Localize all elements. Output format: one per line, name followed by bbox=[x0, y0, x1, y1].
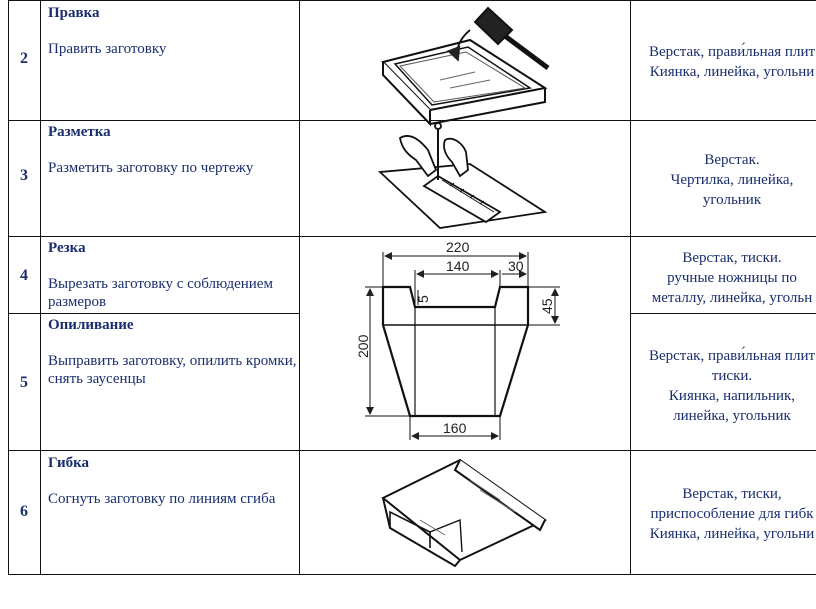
operation-description: Резка Вырезать заготовку с соблюдением р… bbox=[48, 239, 298, 311]
operation-title: Разметка bbox=[48, 124, 111, 140]
tools-line: угольник bbox=[702, 192, 762, 208]
operation-body: Править заготовку bbox=[48, 41, 167, 57]
row-number: 2 bbox=[20, 50, 28, 67]
tools-line: Киянка, линейка, угольни bbox=[649, 64, 815, 80]
tools-line: Киянка, напильник, bbox=[668, 388, 796, 404]
tools-line: Киянка, линейка, угольни bbox=[649, 526, 815, 542]
tools-line: ручные ножницы по bbox=[667, 270, 797, 286]
grid-line bbox=[40, 0, 41, 575]
operation-title: Резка bbox=[48, 240, 86, 256]
operation-body: Разметить заготовку по чертежу bbox=[48, 160, 254, 176]
tools-line: Верстак, прави́льная плит bbox=[648, 44, 816, 60]
tools-line: Верстак, тиски, bbox=[682, 486, 782, 502]
grid-line bbox=[8, 120, 816, 121]
operation-body: Выправить заготовку, опилить кромки, сня… bbox=[48, 353, 297, 387]
tools-line: Верстак, тиски. bbox=[682, 250, 782, 266]
operation-description: Разметка Разметить заготовку по чертежу bbox=[48, 123, 298, 177]
operation-description: Правка Править заготовку bbox=[48, 4, 298, 58]
tools-line: Верстак, прави́льная плит bbox=[648, 348, 816, 364]
tools-line: тиски. bbox=[711, 368, 753, 384]
row-number: 4 bbox=[20, 267, 28, 284]
grid-line bbox=[8, 313, 299, 314]
grid-line bbox=[299, 0, 300, 575]
operation-title: Опиливание bbox=[48, 317, 134, 333]
operation-title: Правка bbox=[48, 5, 100, 21]
grid-line bbox=[8, 236, 816, 237]
tools-line: металлу, линейка, угольн bbox=[651, 290, 813, 306]
tools-line: Верстак. bbox=[704, 152, 760, 168]
operation-body: Вырезать заготовку с соблюдением размеро… bbox=[48, 276, 273, 310]
tools-cell: Верстак, тиски, приспособление для гибк … bbox=[632, 484, 816, 544]
row-number: 5 bbox=[20, 374, 28, 391]
tools-line: приспособление для гибк bbox=[650, 506, 814, 522]
operation-title: Гибка bbox=[48, 455, 90, 471]
row-number: 6 bbox=[20, 503, 28, 520]
row-number: 3 bbox=[20, 167, 28, 184]
operation-body: Согнуть заготовку по линиям сгиба bbox=[48, 491, 276, 507]
grid-line bbox=[630, 313, 816, 314]
tools-line: Чертилка, линейка, bbox=[670, 172, 794, 188]
grid-line bbox=[8, 0, 9, 575]
grid-line bbox=[8, 450, 816, 451]
grid-line bbox=[630, 0, 631, 575]
tools-line: линейка, угольник bbox=[673, 408, 791, 424]
operation-description: Гибка Согнуть заготовку по линиям сгиба bbox=[48, 454, 298, 508]
grid-line bbox=[8, 574, 816, 575]
tools-cell: Верстак. Чертилка, линейка, угольник bbox=[632, 150, 816, 210]
grid-line bbox=[8, 0, 816, 1]
operations-table: 2 Правка Править заготовку Верстак, прав… bbox=[8, 0, 816, 575]
operation-description: Опиливание Выправить заготовку, опилить … bbox=[48, 316, 298, 388]
tools-cell: Верстак, прави́льная плит Киянка, линейк… bbox=[632, 42, 816, 82]
tools-cell: Верстак, прави́льная плит тиски. Киянка,… bbox=[632, 346, 816, 426]
tools-cell: Верстак, тиски. ручные ножницы по металл… bbox=[632, 248, 816, 308]
